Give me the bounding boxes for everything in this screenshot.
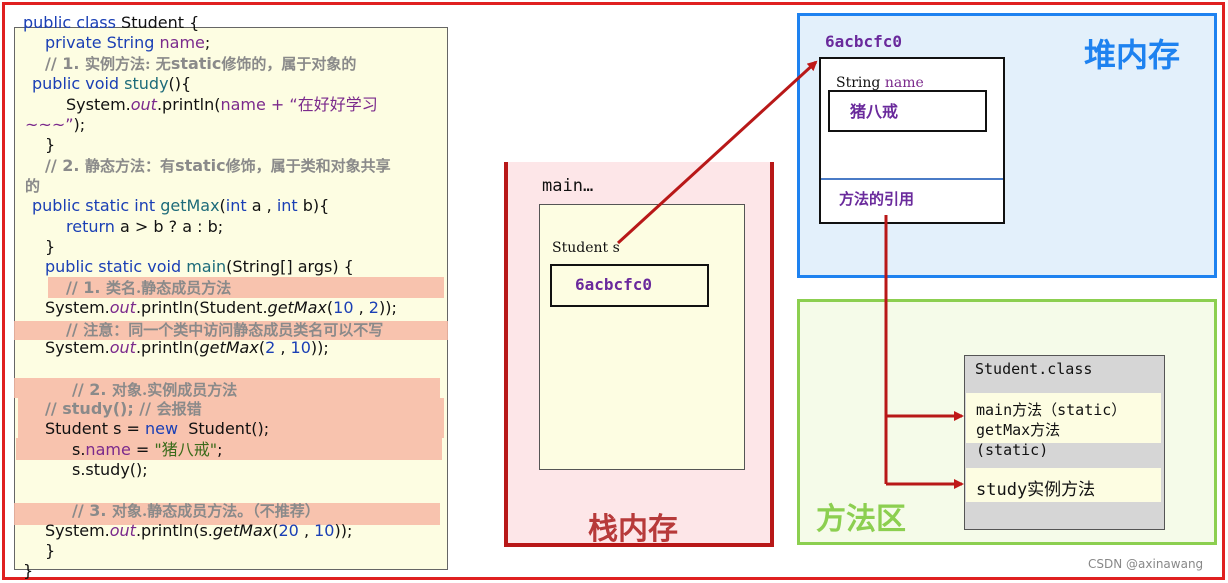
code-line-21: s.name = "猪八戒"; xyxy=(72,440,223,459)
highlight-comment-1 xyxy=(48,277,444,298)
code-line-22: s.study(); xyxy=(72,460,148,479)
code-line-23: // 3. 对象.静态成员方法。（不推荐） xyxy=(72,501,320,520)
class-instance-method-box xyxy=(966,468,1161,502)
code-line-26: } xyxy=(23,561,34,580)
heap-title: 堆内存 xyxy=(1084,36,1181,74)
code-line-4: public void study(){ xyxy=(32,74,192,93)
code-line-1: public class Student { xyxy=(23,13,200,32)
highlight-name-assign xyxy=(16,438,442,460)
main-stack-frame xyxy=(539,204,745,470)
code-line-20: Student s = new Student(); xyxy=(45,419,270,438)
highlight-comment-2 xyxy=(14,378,440,398)
code-line-6: ~~~”); xyxy=(25,115,86,134)
heap-field-name: name xyxy=(884,75,924,91)
heap-field-type: String xyxy=(836,75,885,91)
code-line-24: System.out.println(s.getMax(20 , 10)); xyxy=(45,521,353,540)
highlight-comment-3 xyxy=(14,503,440,525)
stack-title: 栈内存 xyxy=(588,512,678,547)
code-line-9: 的 xyxy=(25,177,41,195)
code-panel xyxy=(14,27,448,570)
heap-object-divider xyxy=(821,178,1003,180)
class-file-name: Student.class xyxy=(975,360,1093,378)
stack-var-box xyxy=(550,264,709,307)
heap-object xyxy=(819,57,1005,224)
code-line-14: // 1. 类名.静态成员方法 xyxy=(66,278,232,297)
code-line-18: // 2. 对象.实例成员方法 xyxy=(72,380,238,399)
code-line-13: public static void main(String[] args) { xyxy=(45,257,354,276)
heap-method-reference: 方法的引用 xyxy=(839,190,915,208)
code-line-12: } xyxy=(45,237,56,256)
code-line-25: } xyxy=(45,541,56,560)
heap-field-box xyxy=(828,90,987,132)
stack-frame-label: main… xyxy=(542,176,594,196)
heap-field-label: String name xyxy=(836,75,924,91)
code-line-11: return a > b ? a : b; xyxy=(66,217,224,236)
class-static-methods: main方法（static） getMax方法 (static) xyxy=(976,401,1127,459)
highlight-study-error xyxy=(18,398,444,438)
stack-to-heap-arrow xyxy=(616,60,818,245)
code-line-5: System.out.println(name + “在好好学习 xyxy=(66,95,378,114)
class-static-methods-box xyxy=(966,393,1161,443)
code-line-7: } xyxy=(45,135,56,154)
stack-var-value: 6acbcfc0 xyxy=(575,275,653,294)
code-line-8: // 2. 静态方法：有static修饰，属于类和对象共享 xyxy=(45,156,391,175)
code-line-19: // study(); // 会报错 xyxy=(45,399,202,418)
code-line-2: private String name; xyxy=(45,33,211,52)
heap-field-value: 猪八戒 xyxy=(850,102,899,121)
method-area-title: 方法区 xyxy=(816,502,906,537)
watermark: CSDN @axinawang xyxy=(1088,557,1204,571)
heap-object-address: 6acbcfc0 xyxy=(825,32,903,51)
class-instance-method: study实例方法 xyxy=(976,480,1096,500)
code-line-15: System.out.println(Student.getMax(10 , 2… xyxy=(45,298,397,317)
highlight-comment-note xyxy=(14,321,448,340)
code-line-17: System.out.println(getMax(2 , 10)); xyxy=(45,338,329,357)
code-line-3: // 1. 实例方法: 无static修饰的，属于对象的 xyxy=(45,54,357,73)
code-line-16: // 注意：同一个类中访问静态成员类名可以不写 xyxy=(66,320,384,339)
code-line-10: public static int getMax(int a , int b){ xyxy=(32,196,330,215)
stack-var-label: Student s xyxy=(552,240,620,256)
